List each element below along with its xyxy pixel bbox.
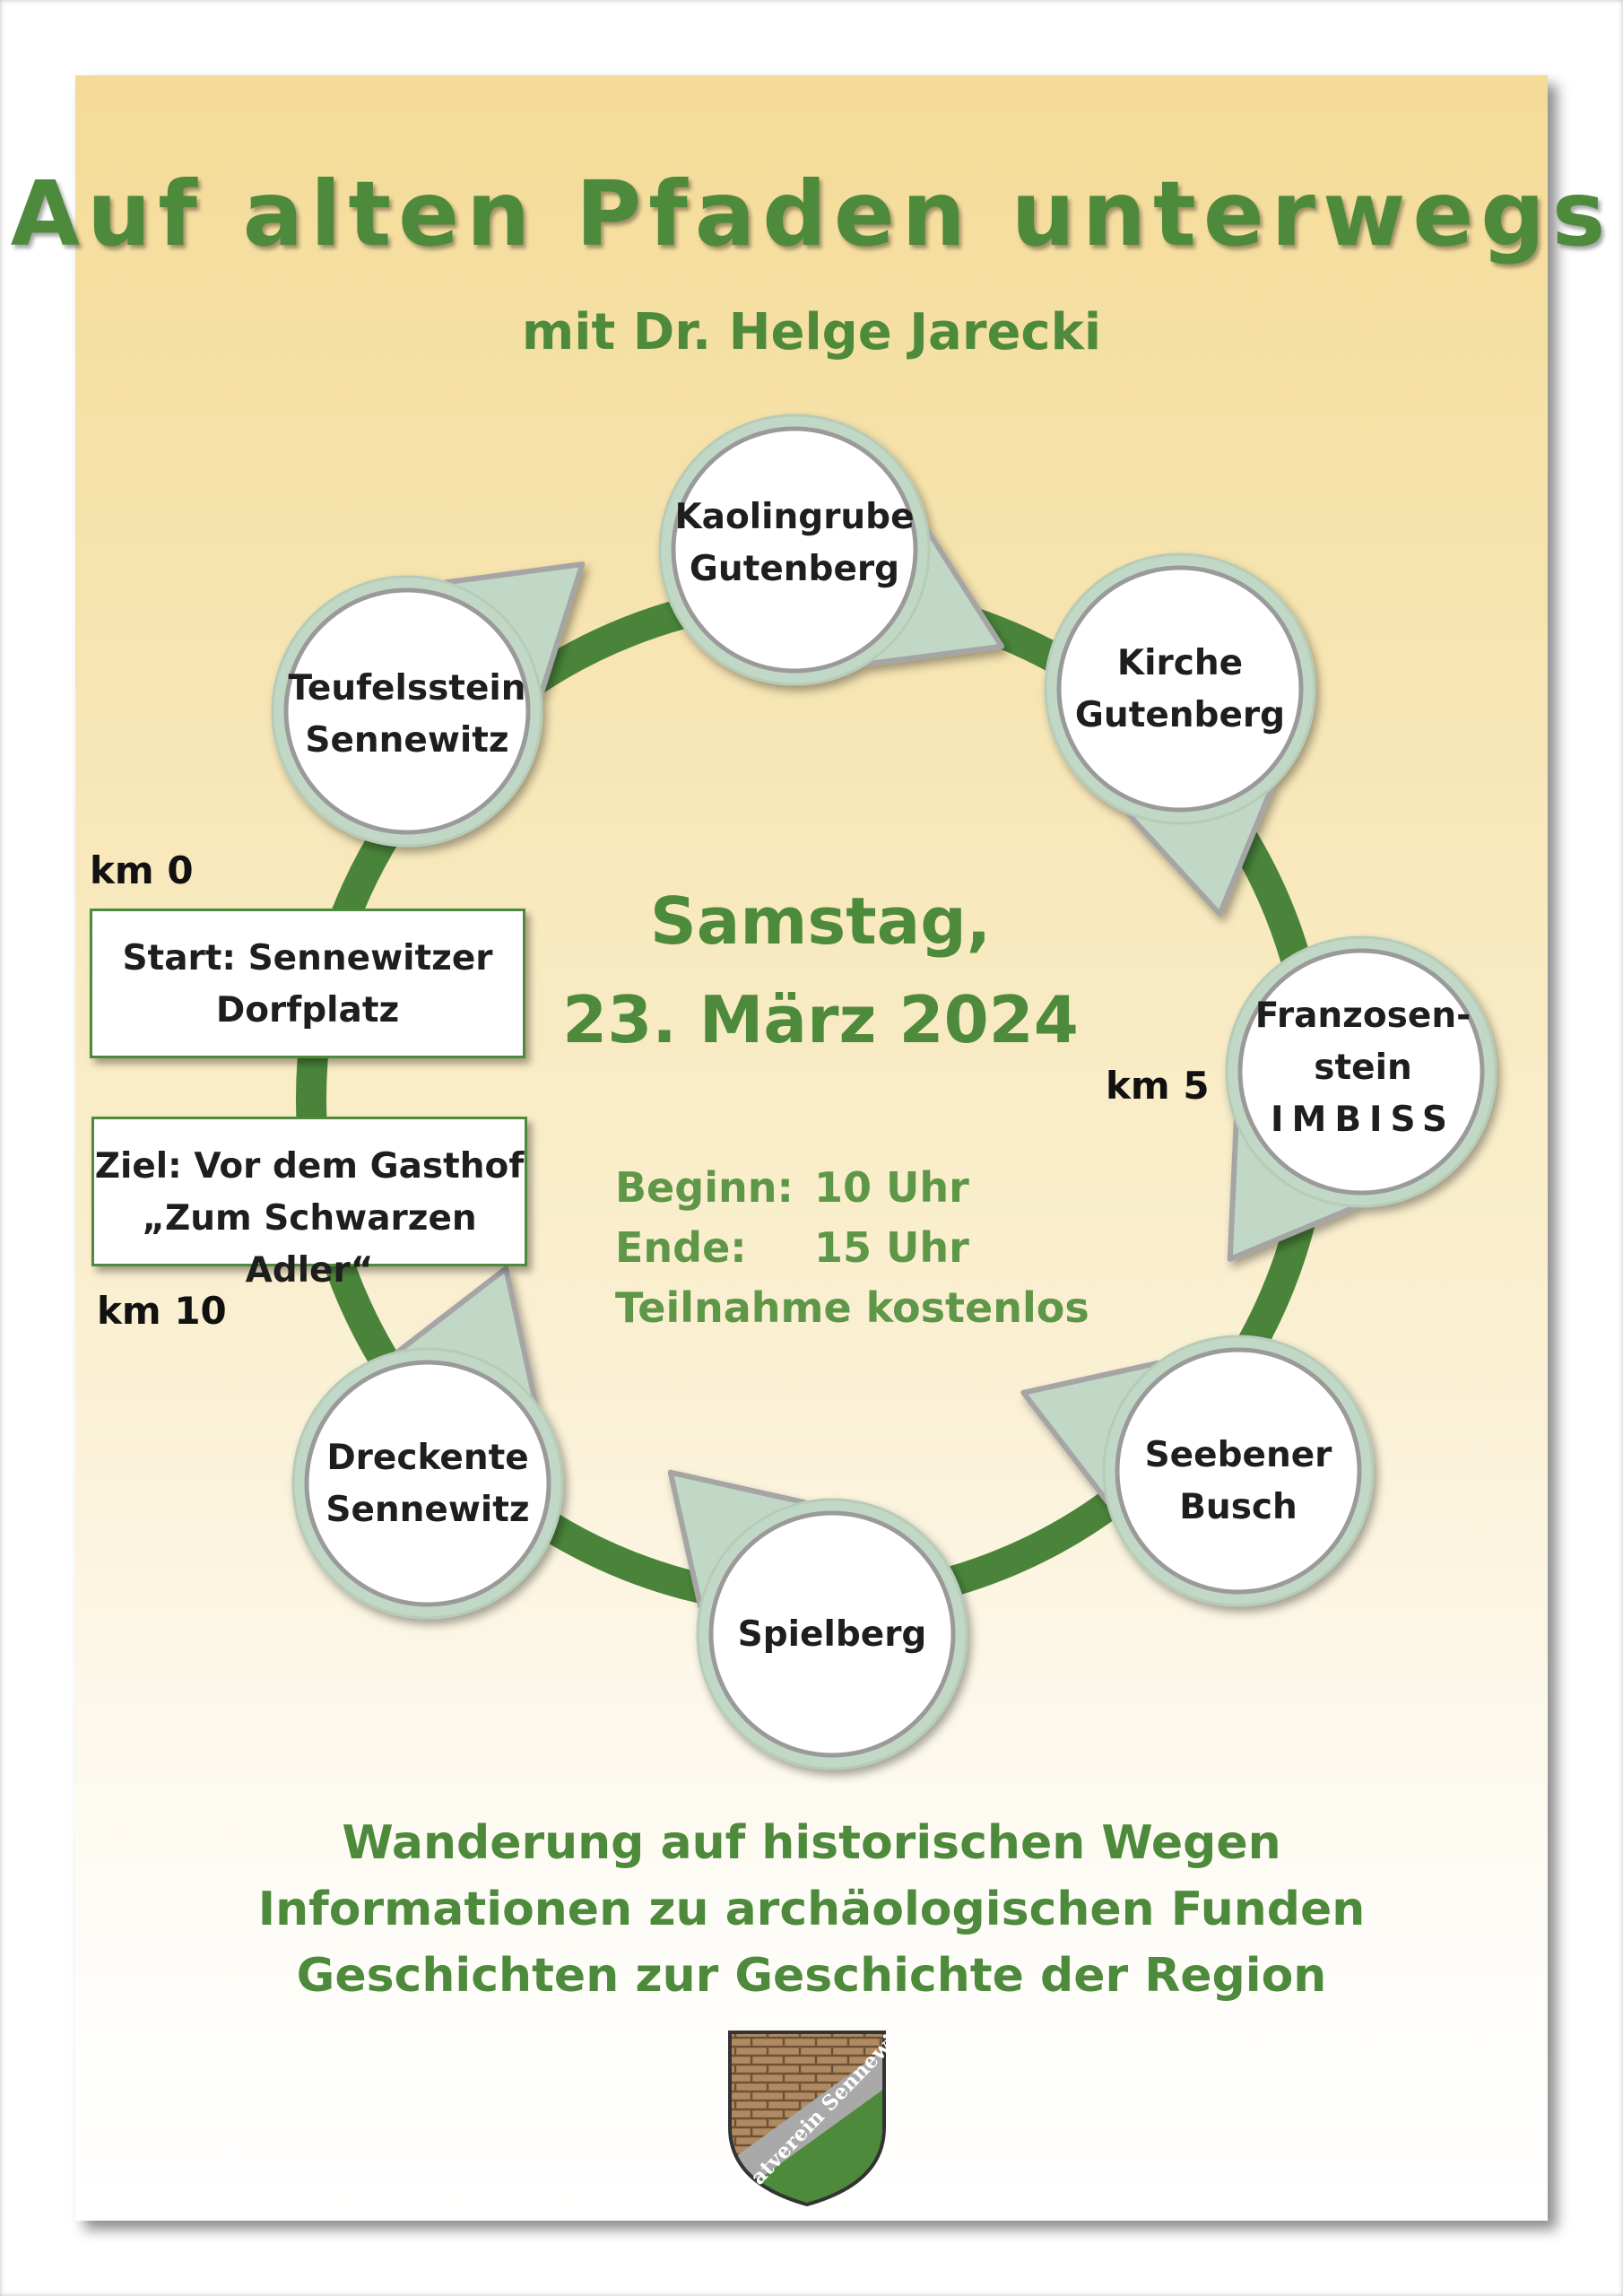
station-pin-kaolingrube bbox=[658, 413, 1005, 686]
begin-label: Beginn: bbox=[615, 1163, 794, 1212]
station-pin-face bbox=[1237, 948, 1485, 1196]
km-marker-start: km 0 bbox=[90, 848, 194, 892]
event-weekday: Samstag, bbox=[649, 883, 992, 959]
station-pin-face bbox=[283, 587, 531, 835]
station-pin-franzosenstein bbox=[1225, 935, 1497, 1262]
station-pin-kirche bbox=[1044, 552, 1316, 918]
event-date: 23. März 2024 bbox=[562, 982, 1079, 1057]
station-pin-teufelsstein bbox=[271, 561, 586, 848]
poster-subtitle: mit Dr. Helge Jarecki bbox=[521, 303, 1102, 361]
station-label-spielberg: Spielberg bbox=[737, 1614, 927, 1655]
schedule-begin: Beginn: 10 Uhr bbox=[615, 1163, 969, 1212]
goal-box: Ziel: Vor dem Gasthof„Zum Schwarzen Adle… bbox=[91, 1117, 527, 1291]
km-marker-middle: km 5 bbox=[1106, 1064, 1210, 1108]
end-label: Ende: bbox=[615, 1223, 747, 1272]
schedule-end: Ende: 15 Uhr bbox=[615, 1223, 969, 1272]
station-pin-face bbox=[671, 426, 918, 674]
poster-title: Auf alten Pfaden unterwegs bbox=[10, 161, 1613, 266]
heimatverein-logo: Heimatverein Sennewitz bbox=[726, 2029, 888, 2208]
station-pin-face bbox=[1056, 565, 1304, 813]
station-pin-face bbox=[304, 1360, 551, 1607]
station-label-franzosenstein: Franzosen-stein IMBISS bbox=[1254, 996, 1471, 1140]
info-line-2: Informationen zu archäologischen Funden bbox=[257, 1883, 1366, 1936]
info-line-1: Wanderung auf historischen Wegen bbox=[342, 1816, 1281, 1870]
schedule-fee: Teilnahme kostenlos bbox=[615, 1283, 1089, 1332]
station-pin-face bbox=[1115, 1347, 1362, 1595]
km-marker-end: km 10 bbox=[97, 1289, 227, 1333]
station-pin-dreckente bbox=[291, 1265, 564, 1620]
begin-value: 10 Uhr bbox=[814, 1163, 969, 1212]
info-line-3: Geschichten zur Geschichte der Region bbox=[296, 1949, 1327, 2003]
end-value: 15 Uhr bbox=[814, 1223, 969, 1272]
station-pin-face bbox=[708, 1510, 956, 1758]
station-pin-seebener bbox=[1020, 1335, 1375, 1607]
station-pin-spielberg bbox=[667, 1469, 968, 1770]
